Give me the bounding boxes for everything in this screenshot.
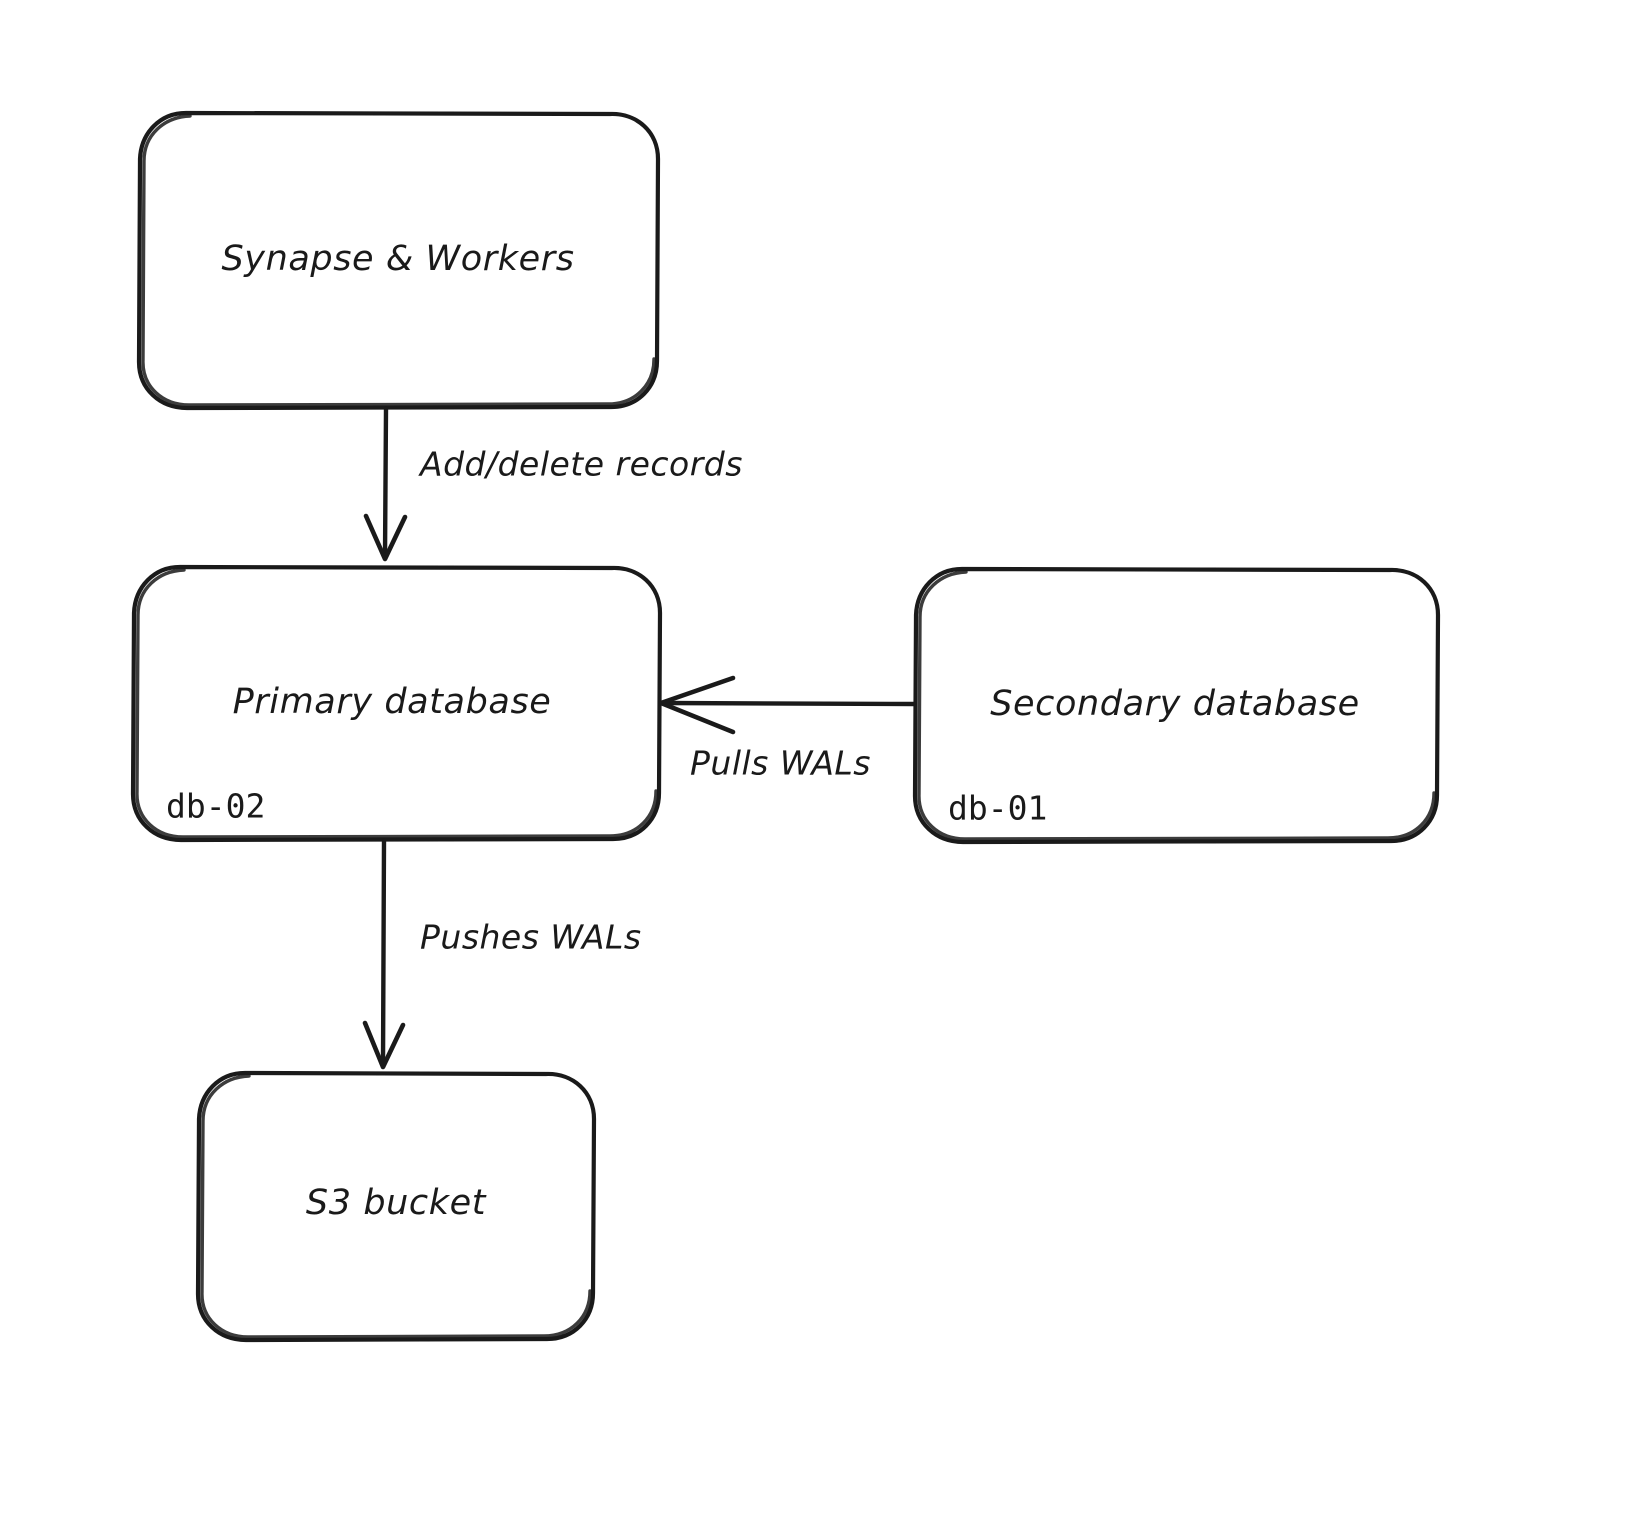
edge-synapse-to-primary-arrowhead — [363, 513, 408, 562]
edge-primary-to-s3-label: Pushes WALs — [420, 918, 642, 957]
edge-primary-to-s3-line — [380, 838, 387, 1067]
node-synapse[interactable]: Synapse & Workers — [136, 110, 661, 411]
edge-secondary-to-primary-line — [661, 700, 917, 707]
node-secondary-outline-second-pass — [917, 570, 1436, 841]
node-secondary-id: db-01 — [948, 789, 1047, 828]
edge-secondary-to-primary: Pulls WALs — [658, 675, 917, 783]
edge-primary-to-s3-arrowhead — [362, 1020, 406, 1070]
node-primary-outline-second-pass — [135, 568, 658, 839]
node-s3-outline-second-pass — [200, 1074, 592, 1339]
node-s3[interactable]: S3 bucket — [195, 1070, 597, 1343]
edge-synapse-to-primary-line — [382, 406, 389, 559]
node-s3-title: S3 bucket — [306, 1183, 487, 1223]
node-secondary[interactable]: Secondary database db-01 — [912, 566, 1441, 845]
edge-secondary-to-primary-label: Pulls WALs — [690, 744, 871, 783]
node-primary-outline — [130, 564, 663, 843]
node-primary-title: Primary database — [233, 682, 552, 722]
node-primary-id: db-02 — [166, 787, 265, 826]
node-synapse-outline-second-pass — [141, 114, 656, 407]
node-secondary-title: Secondary database — [990, 684, 1360, 724]
edge-synapse-to-primary-label: Add/delete records — [418, 445, 743, 484]
node-primary[interactable]: Primary database db-02 — [130, 564, 663, 843]
node-synapse-outline — [136, 110, 661, 411]
edge-synapse-to-primary: Add/delete records — [363, 406, 743, 562]
node-synapse-title: Synapse & Workers — [221, 239, 574, 279]
node-secondary-outline — [912, 566, 1441, 845]
edge-primary-to-s3: Pushes WALs — [362, 838, 642, 1070]
edge-secondary-to-primary-arrowhead — [658, 675, 736, 735]
node-s3-outline — [195, 1070, 597, 1343]
